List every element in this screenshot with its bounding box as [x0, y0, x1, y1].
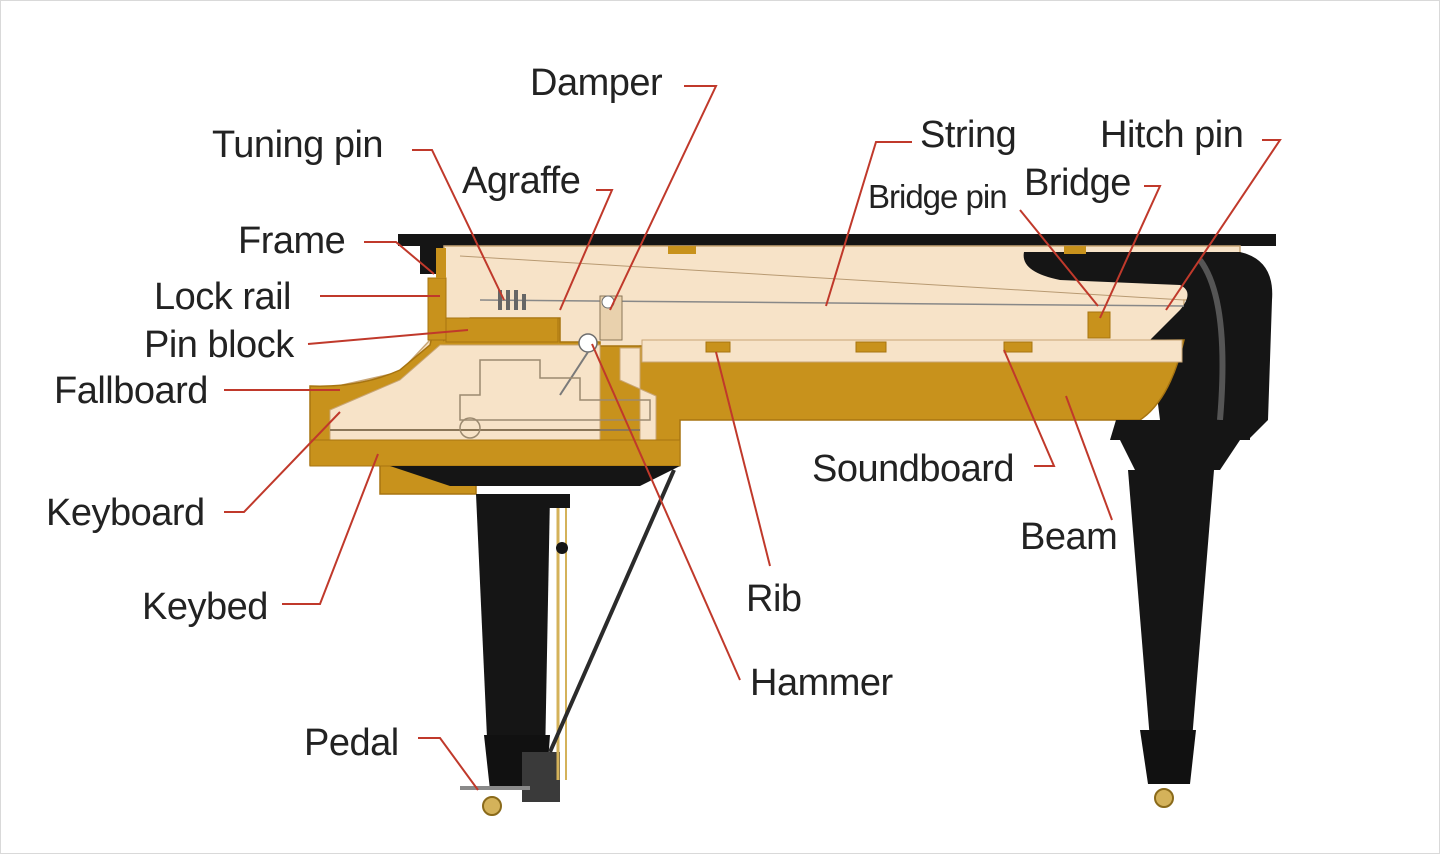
front-leg-top	[390, 466, 680, 486]
leader-bridge	[1099, 185, 1162, 319]
label-bridge-pin: Bridge pin	[868, 178, 1008, 215]
leader-string	[825, 141, 912, 307]
rear-leg-block	[1120, 440, 1240, 470]
leader-rib	[715, 351, 771, 567]
label-keyboard: Keyboard	[46, 492, 205, 534]
label-bridge: Bridge	[1024, 162, 1131, 204]
pedal-lyre-block	[522, 752, 560, 802]
label-fallboard: Fallboard	[54, 370, 208, 412]
leader-lines	[224, 85, 1282, 791]
label-lock-rail: Lock rail	[154, 276, 292, 318]
label-pin-block: Pin block	[144, 324, 294, 366]
label-agraffe: Agraffe	[462, 160, 581, 202]
front-leg	[476, 494, 550, 760]
leader-pin-block	[307, 329, 469, 345]
bridge	[1087, 311, 1111, 339]
label-pedal: Pedal	[304, 722, 399, 764]
leader-beam	[1065, 395, 1113, 521]
hammer-shank	[559, 351, 589, 396]
front-caster	[482, 796, 502, 816]
lyre-brace	[548, 469, 676, 753]
leader-keybed	[282, 453, 379, 605]
tuning-pins	[498, 290, 526, 310]
rear-leg	[1128, 470, 1214, 740]
keybed	[309, 439, 681, 467]
frame-bump	[668, 246, 696, 254]
string	[479, 299, 1185, 307]
label-hammer: Hammer	[750, 662, 893, 704]
leader-bridge-pin	[1019, 209, 1099, 307]
leader-tuning-pin	[412, 149, 505, 301]
frame-bump	[436, 248, 446, 278]
key-pivot	[459, 417, 481, 439]
label-rib: Rib	[746, 578, 802, 620]
label-hitch-pin: Hitch pin	[1100, 114, 1244, 156]
label-tuning-pin: Tuning pin	[212, 124, 384, 166]
leader-hammer	[591, 343, 741, 681]
leader-agraffe	[559, 189, 614, 311]
label-string: String	[920, 114, 1017, 156]
lock-rail	[427, 277, 447, 341]
label-damper: Damper	[530, 62, 663, 104]
label-keybed: Keybed	[142, 586, 268, 628]
rear-leg-cap	[1140, 730, 1196, 784]
action-parts	[459, 359, 651, 421]
leader-hitch-pin	[1165, 139, 1282, 311]
lyre-knob	[556, 542, 568, 554]
leader-pedal	[418, 737, 479, 791]
lyre-top	[546, 494, 570, 508]
label-beam: Beam	[1020, 516, 1118, 558]
rim-highlight	[1197, 258, 1226, 421]
leader-damper	[609, 85, 718, 311]
leader-keyboard	[224, 411, 341, 513]
lid	[398, 234, 1276, 246]
label-frame: Frame	[238, 220, 346, 262]
rear-caster	[1154, 788, 1174, 808]
rib	[1003, 341, 1033, 353]
rear-leg-top	[1110, 420, 1250, 440]
rib	[705, 341, 731, 353]
soundboard	[641, 339, 1183, 363]
label-soundboard: Soundboard	[812, 448, 1015, 490]
rim-right	[1023, 252, 1273, 440]
frame-bump	[1064, 246, 1086, 254]
leader-soundboard	[1003, 349, 1056, 467]
leader-frame	[364, 241, 435, 275]
rib	[855, 341, 887, 353]
